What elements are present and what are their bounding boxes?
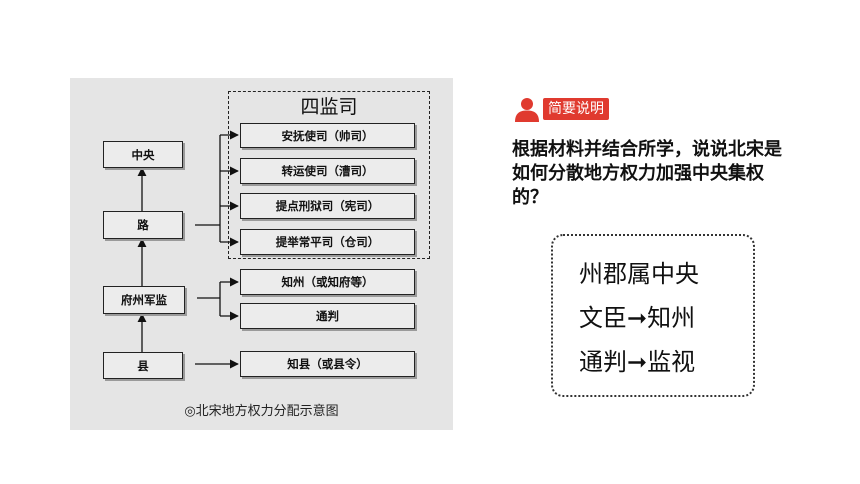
node-xian: 县 bbox=[103, 352, 183, 379]
node-fuzhou: 府州军监 bbox=[103, 286, 185, 314]
node-tidian: 提点刑狱司（宪司） bbox=[240, 193, 415, 219]
person-icon bbox=[515, 98, 539, 122]
diagram-panel: 四监司 中央 路 府州军监 县 安抚使司（帅司） 转运使司（漕司） 提点刑狱司（… bbox=[70, 78, 453, 430]
node-tiju: 提举常平司（仓司） bbox=[240, 229, 415, 255]
node-zhongyang: 中央 bbox=[103, 141, 183, 168]
answer-line-1: 州郡属中央 bbox=[579, 260, 699, 288]
question-text: 根据材料并结合所学，说说北宋是如何分散地方权力加强中央集权的？ bbox=[512, 139, 782, 208]
answer-line-3: 通判➞监视 bbox=[579, 348, 696, 376]
answer-box: 州郡属中央 文臣➞知州 通判➞监视 bbox=[551, 234, 755, 397]
node-tongpan: 通判 bbox=[240, 303, 415, 329]
diagram-connectors bbox=[137, 130, 239, 369]
node-zhizhou: 知州（或知府等） bbox=[240, 269, 415, 295]
node-zhixian: 知县（或县令） bbox=[240, 351, 415, 377]
answer-line-2: 文臣➞知州 bbox=[579, 304, 696, 332]
jiansi-title: 四监司 bbox=[300, 96, 358, 118]
node-zhuanyun: 转运使司（漕司） bbox=[240, 158, 415, 184]
node-anfu: 安抚使司（帅司） bbox=[240, 123, 415, 148]
jiansi-frame bbox=[228, 91, 430, 259]
node-lu: 路 bbox=[103, 211, 183, 239]
explanation-tag: 简要说明 bbox=[514, 96, 609, 122]
tag-label: 简要说明 bbox=[543, 98, 609, 120]
diagram-caption: ◎北宋地方权力分配示意图 bbox=[184, 404, 339, 419]
